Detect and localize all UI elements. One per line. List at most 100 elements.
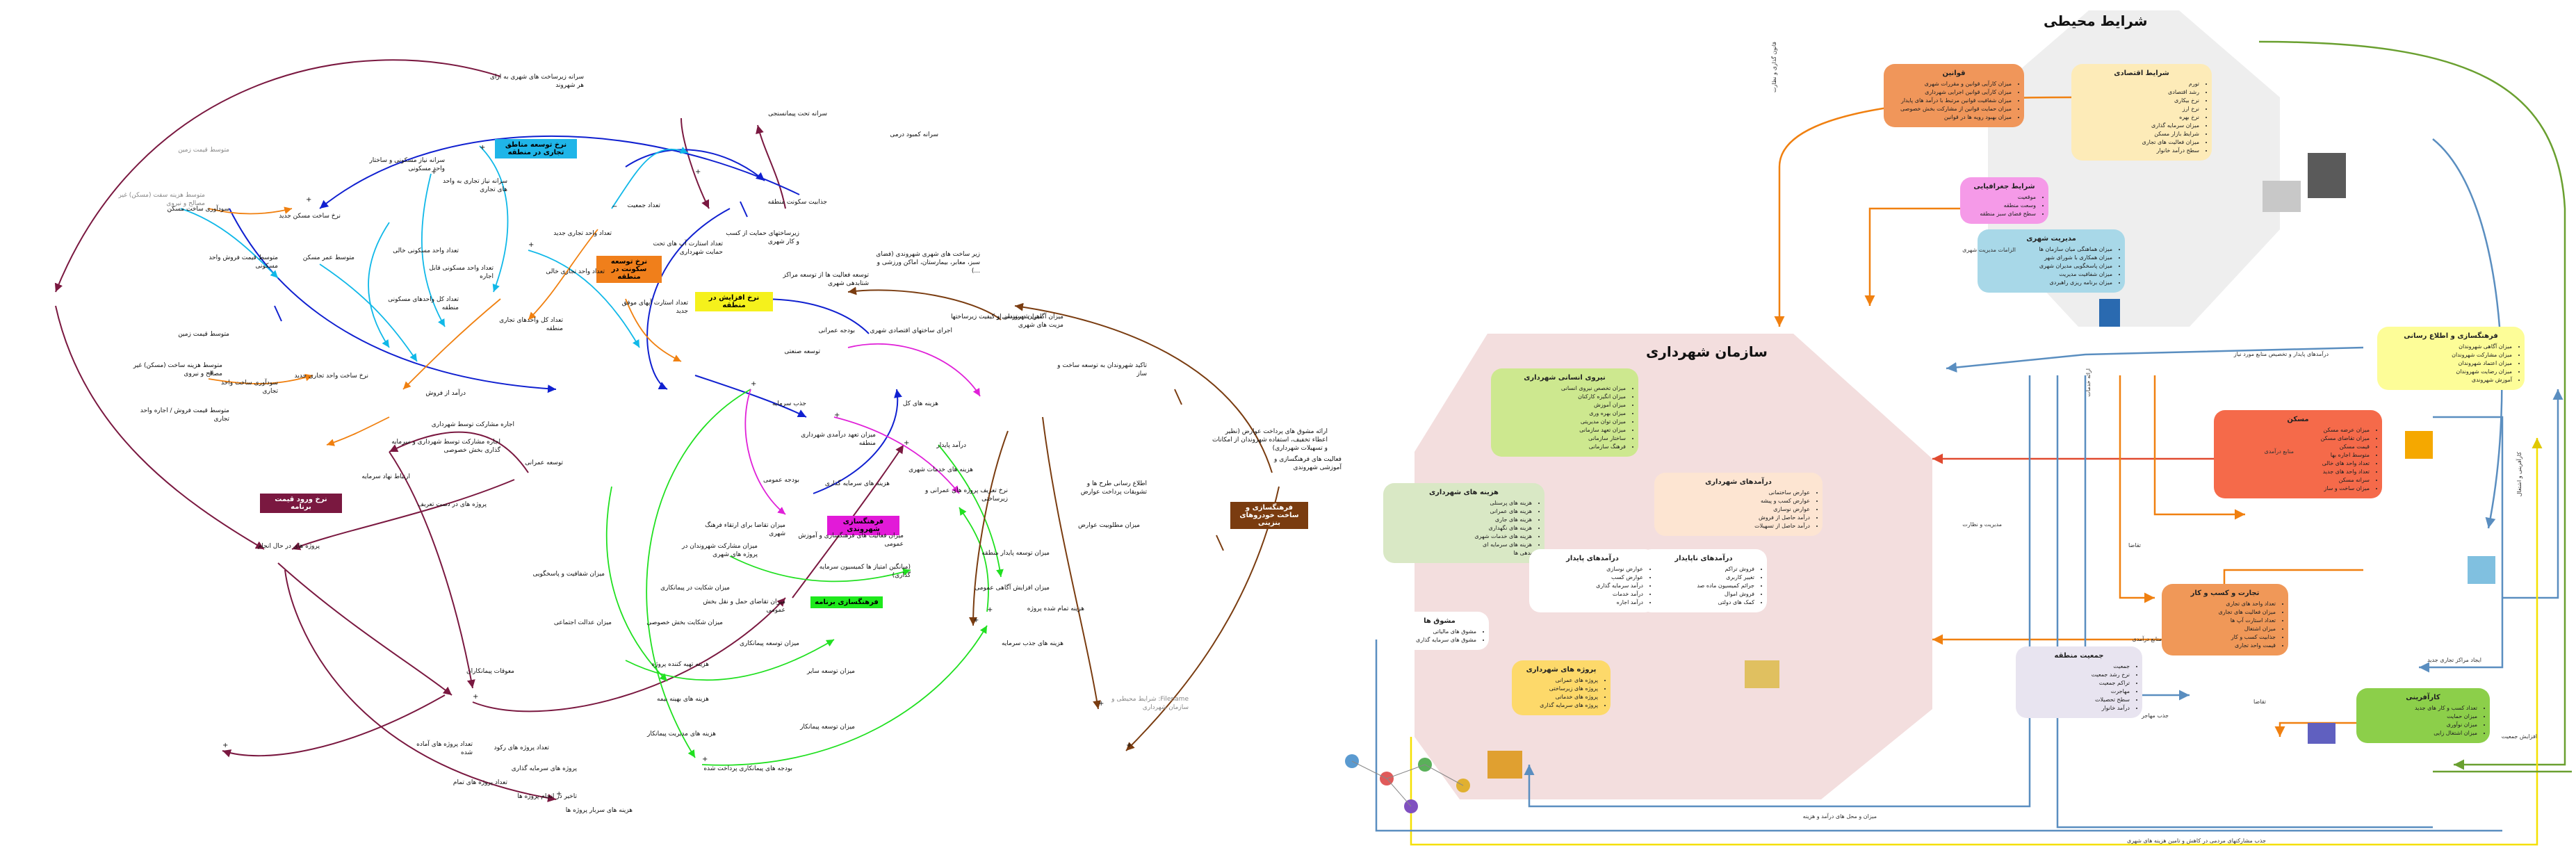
factor-item: میزان اشتغال زایی — [2361, 729, 2477, 737]
connector-label: کارآفرینی و اشتغال — [2516, 452, 2522, 497]
svg-text:+: + — [987, 606, 993, 614]
factor-item: پروژه های خدماتی — [1516, 693, 1598, 701]
factor-item: تعداد واحد های تجاری — [2166, 600, 2276, 608]
svg-text:+: + — [473, 693, 478, 701]
factor-item: هزینه های نگهداری — [1387, 524, 1532, 532]
factor-item: عوارض نوسازی — [1533, 565, 1643, 573]
cld-variable: متوسط قیمت فروش / اجاره واحد تجاری — [140, 407, 229, 423]
factor-item: میزان مشارکت شهروندان — [2381, 351, 2512, 359]
factor-item: پروژه های عمرانی — [1516, 676, 1599, 684]
svg-text:+: + — [480, 144, 485, 152]
factor-item: هزینه های پرسنلی — [1387, 499, 1532, 507]
cld-variable: تعداد واحد تجاری جدید — [553, 230, 612, 237]
cld-variable: میزان تقاضا برای ارتقاء فرهنگ شهری — [705, 522, 785, 537]
cld-variable: زیرساختهای حمایت از کسب و کار شهری — [726, 230, 799, 245]
cld-variable: سرانه کمبود درمی — [890, 131, 938, 138]
factor-box-title: مدیریت شهری — [2026, 235, 2076, 243]
factor-item: میزان شفافیت قوانین مرتبط با درآمد های پ… — [1888, 97, 2012, 104]
cld-variable: تعداد استارت آپهای موفق جدید — [621, 300, 688, 315]
cld-variable: میزان مشارکت شهروندان در پروژه های شهری — [682, 543, 758, 558]
svg-text:+: + — [306, 196, 311, 204]
cld-variable: اجرای ساختهای اقتصادی شهری — [870, 327, 952, 334]
factor-item: درآمد سرمایه گذاری — [1533, 582, 1643, 589]
cld-variable: توسعه عمرانی — [525, 459, 563, 466]
cld-variable: اجاره مشارکت توسط شهرداری — [431, 421, 514, 428]
factor-item: پروژه های زیرساختی — [1516, 685, 1598, 692]
factor-item: درآمد خانوار — [2020, 704, 2130, 712]
cld-variable: نرخ تعریف پروژه های عمرانی و زیرساختی — [924, 487, 1008, 503]
connector-label: افزایش جمعیت — [2501, 733, 2537, 740]
factor-item: میزان تعهد سازمانی — [1495, 426, 1626, 434]
factor-item: جذابیت کسب و کار — [2166, 633, 2276, 641]
cld-variable: تعداد جمعیت — [627, 202, 660, 209]
connector-label: ایجاد مراکز تجاری جدید — [2427, 657, 2481, 663]
green-links — [605, 389, 1004, 766]
factor-box: نیروی انسانی شهرداریمیزان تخصص نیروی انس… — [1491, 368, 1638, 457]
factor-item: میزان سرمایه گذاری — [2076, 122, 2199, 129]
flag-program-culture: فرهنگسازی برنامه — [810, 596, 883, 608]
cld-variable: میزان عدالت اجتماعی — [553, 619, 612, 626]
flag-residential-growth: نرخ توسعه سکونت در منطقه — [596, 256, 662, 283]
cld-variable: میزان تقاضای حمل و نقل بخش عمومی — [703, 598, 785, 614]
cld-variable: اطلاع رسانی طرح ها و تشویقات پرداخت عوار… — [1080, 480, 1147, 496]
cld-variable: متوسط قیمت فروش واحد مسکونی — [209, 254, 278, 270]
cld-variable: معوقات پیمانکاران — [466, 668, 514, 675]
cld-variable: تعداد کل واحدهای مسکونی منطقه — [388, 296, 459, 311]
factor-item: تغییر کاربری — [1645, 573, 1754, 581]
cld-variable: متوسط هزینه سفت (مسکن) غیر مصالح و نیروی — [118, 192, 205, 207]
orange-links — [208, 206, 682, 446]
cld-variable: ارتباط نهاد سرمایه — [361, 473, 410, 480]
connector-label: میزان و محل های درآمد و هزینه — [1802, 813, 1877, 820]
cld-variable: متوسط قیمت زمین — [178, 147, 229, 154]
cld-variable: اجاره مشارکت توسط شهرداری و سرمایه گذاری… — [391, 439, 500, 454]
svg-text:+: + — [695, 168, 701, 176]
cld-variable: میزان افزایش آگاهی عمومی — [975, 585, 1050, 592]
factor-box-title: شرایط جغرافیایی — [1973, 183, 2035, 190]
factor-item: بدهی ها — [1387, 549, 1532, 557]
flag-increase: نرخ افزایش در منطقه — [695, 292, 773, 311]
factor-item: میزان توان مدیریتی — [1495, 418, 1626, 425]
connector-label: قانون گذاری و نظارت — [1771, 42, 1777, 92]
cld-variable: سرانه نیاز مسکونی و ساختار واحد مسکونی — [369, 157, 445, 172]
flag-program-price: نرخ ورود قیمت برنامه — [260, 494, 342, 513]
factor-item: مشوق های سرمایه گذاری — [1394, 636, 1476, 644]
factor-box: پروژه های شهرداریپروژه های عمرانیپروژه ه… — [1512, 660, 1611, 715]
factor-item: تراکم جمعیت — [2020, 679, 2130, 687]
factor-box-title: درآمدهای ناپایدار — [1674, 555, 1733, 562]
factor-box-title: تجارت و کسب و کار — [2190, 589, 2260, 597]
factor-box-title: شرایط اقتصادی — [2114, 70, 2169, 77]
factor-item: درآمد اجاره — [1533, 598, 1643, 606]
factor-item: میزان هماهنگی میان سازمان ها — [1982, 245, 2112, 253]
factor-item: تعداد واحد های جدید — [2218, 468, 2370, 475]
cld-variable: نرخ ساخت مسکن جدید — [279, 213, 341, 220]
cld-variable: سرانه نیاز تجاری به واحد های تجاری — [442, 178, 507, 193]
cld-variable: هزینه های مدیریت پیمانکار — [647, 731, 716, 738]
cld-variable: پروژه های در دست تعریف — [417, 501, 487, 508]
factor-box: هزینه های شهرداریهزینه های پرسنلیهزینه ه… — [1383, 483, 1544, 563]
connector-label: جذب مشارکتهای مردمی در کاهش و تامین هزین… — [2126, 838, 2266, 844]
factor-box: درآمدهای پایدارعوارض نوسازیعوارض کسبدرآم… — [1529, 549, 1656, 612]
factor-item: سطح درآمد خانوار — [2076, 147, 2199, 154]
factor-item: قیمت مسکن — [2218, 443, 2370, 450]
factor-box-title: جمعیت منطقه — [2054, 652, 2104, 660]
factor-item: درآمد حاصل از تسهیلات — [1658, 522, 1810, 530]
factor-item: میزان حمایت قوانین از مشارکت بخش خصوصی — [1888, 105, 2012, 113]
svg-text:+: + — [1098, 700, 1104, 708]
cld-variable: نرخ ساخت واحد تجاری جدید — [294, 373, 368, 380]
cld-variable: میزان دسترسی و کیفیت زیرساختها — [950, 314, 1043, 320]
cld-variable: هزینه های کل — [902, 400, 938, 407]
factor-box: فرهنگسازی و اطلاع رسانیمیزان آگاهی شهرون… — [2377, 327, 2525, 390]
factor-item: میزان تقاضای مسکن — [2218, 434, 2370, 442]
svg-text:+: + — [222, 742, 228, 749]
factor-item: میزان عرضه مسکن — [2218, 426, 2370, 434]
factor-item: میزان آگاهی شهروندان — [2381, 343, 2512, 350]
factor-item: میزان فعالیت های تجاری — [2076, 138, 2199, 146]
factor-item: موقعیت — [1964, 193, 2036, 201]
factor-item: مهاجرت — [2020, 687, 2130, 695]
factor-item: میزان بهبود رویه ها در قوانین — [1888, 113, 2012, 121]
connector-label: الزامات مدیریت شهری — [1962, 247, 2016, 253]
factor-box: قوانینمیزان کارآیی قوانین و مقررات شهریم… — [1884, 64, 2024, 127]
factor-item: میزان اشتغال — [2166, 625, 2276, 633]
svg-text:+: + — [431, 168, 437, 176]
